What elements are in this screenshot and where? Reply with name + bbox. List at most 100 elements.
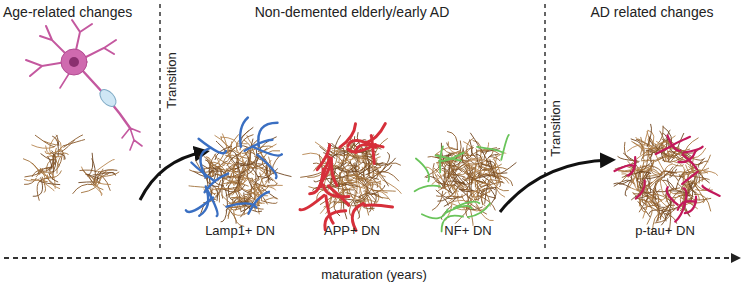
amyloid-fibril (36, 172, 52, 177)
dystrophic-neurite (440, 146, 443, 172)
amyloid-fibril (229, 151, 238, 159)
amyloid-fibril (63, 140, 85, 146)
amyloid-fibril (237, 151, 242, 170)
dystrophic-neurite (365, 124, 385, 144)
amyloid-fibril (442, 197, 448, 205)
dystrophic-neurite (206, 188, 217, 216)
amyloid-fibril (56, 140, 61, 151)
dystrophic-neurite (326, 196, 333, 223)
amyloid-fibril (92, 159, 95, 180)
dystrophic-neurite (446, 206, 472, 213)
amyloid-fibril (647, 124, 651, 146)
amyloid-fibril (453, 171, 468, 188)
amyloid-fibril (93, 172, 99, 184)
amyloid-fibril (493, 153, 506, 160)
dystrophic-neurite (656, 145, 674, 154)
amyloid-fibril (45, 150, 60, 154)
amyloid-fibril (37, 178, 49, 200)
amyloid-fibril (82, 169, 92, 181)
dystrophic-neurite (683, 188, 686, 208)
amyloid-fibril (211, 163, 225, 167)
amyloid-fibril (354, 166, 367, 172)
dystrophic-neurite (672, 137, 690, 146)
amyloid-fibril (646, 176, 662, 179)
amyloid-fibril (468, 163, 483, 165)
amyloid-fibril (477, 181, 478, 199)
amyloid-fibril (492, 180, 509, 191)
dystrophic-neurite (454, 202, 480, 208)
amyloid-fibril (383, 163, 401, 171)
amyloid-fibril (96, 159, 115, 171)
amyloid-fibril (211, 167, 220, 177)
amyloid-fibril (55, 148, 59, 166)
dystrophic-neurite (615, 165, 635, 171)
amyloid-fibril (225, 164, 242, 173)
amyloid-fibril (47, 171, 61, 178)
amyloid-fibril (647, 169, 660, 175)
amyloid-fibril (237, 172, 248, 191)
amyloid-fibril (691, 198, 711, 201)
dystrophic-neurite (415, 186, 441, 192)
dystrophic-neurite (328, 186, 349, 205)
amyloid-fibril (375, 195, 388, 198)
amyloid-fibril (451, 158, 453, 171)
amyloid-fibril (349, 163, 356, 172)
amyloid-fibril (236, 157, 259, 165)
amyloid-fibril (301, 172, 322, 177)
amyloid-fibril (449, 175, 459, 191)
amyloid-fibril (366, 169, 378, 175)
dystrophic-neurite (186, 198, 213, 212)
amyloid-fibril (32, 145, 54, 148)
amyloid-fibril (25, 170, 43, 177)
section-heading: Non-demented elderly/early AD (255, 4, 450, 20)
amyloid-fibril (221, 195, 240, 209)
amyloid-fibril (663, 171, 678, 181)
amyloid-fibril (88, 153, 93, 176)
amyloid-fibril (240, 128, 253, 145)
amyloid-fibril (449, 200, 467, 203)
amyloid-fibril (462, 172, 470, 191)
timeline-arrow (4, 257, 738, 259)
amyloid-fibril (618, 181, 629, 185)
amyloid-fibril (655, 197, 666, 203)
dystrophic-neurite (477, 147, 502, 153)
transition-arrow (140, 152, 204, 200)
amyloid-fibril (437, 192, 447, 196)
dystrophic-neurite (300, 195, 324, 210)
amyloid-fibril (625, 179, 632, 196)
amyloid-fibril (471, 148, 475, 158)
dystrophic-neurite (248, 192, 269, 214)
amyloid-fibril (666, 199, 671, 215)
amyloid-fibril (366, 192, 374, 211)
dystrophic-neurite (201, 148, 211, 178)
dystrophic-neurite (468, 204, 490, 218)
amyloid-fibril (639, 198, 647, 212)
plaque-label: NF+ DN (444, 224, 491, 239)
amyloid-fibril (58, 153, 68, 154)
dystrophic-neurite (684, 147, 703, 153)
amyloid-fibril (489, 179, 490, 193)
amyloid-fibril (35, 135, 55, 147)
amyloid-fibril (341, 148, 344, 167)
divider (159, 4, 161, 250)
amyloid-fibril (486, 170, 492, 180)
dystrophic-neurite (356, 144, 383, 152)
dystrophic-neurite (685, 197, 696, 214)
amyloid-fibril (40, 168, 48, 178)
amyloid-fibril (340, 159, 355, 163)
dystrophic-neurite (682, 172, 698, 184)
amyloid-fibril (641, 137, 643, 154)
amyloid-fibril (373, 190, 390, 200)
amyloid-fibril (48, 157, 52, 172)
amyloid-fibril (222, 176, 239, 181)
dystrophic-neurite (702, 186, 719, 196)
amyloid-fibril (694, 176, 699, 190)
amyloid-fibril (80, 170, 97, 172)
dystrophic-neurite (365, 205, 393, 207)
amyloid-fibril (363, 178, 381, 183)
amyloid-fibril (438, 188, 449, 195)
amyloid-fibril (221, 209, 227, 222)
amyloid-fibril (496, 180, 505, 197)
amyloid-fibril (303, 153, 324, 162)
amyloid-fibril (24, 179, 39, 181)
